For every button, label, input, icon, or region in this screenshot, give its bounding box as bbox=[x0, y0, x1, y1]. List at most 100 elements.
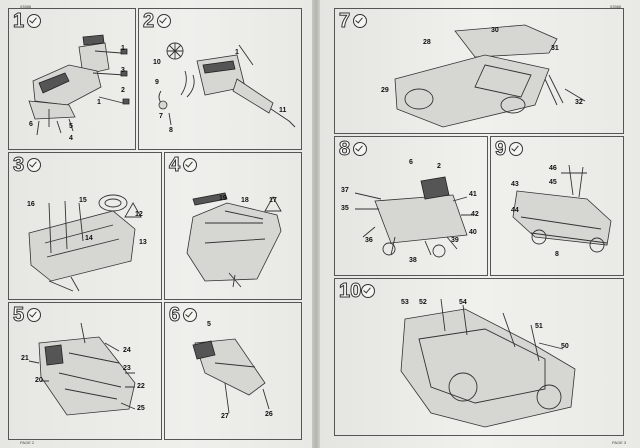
part-label: 41 bbox=[469, 191, 477, 198]
step-number: 6 bbox=[168, 304, 181, 326]
checkmark-icon bbox=[509, 142, 523, 156]
part-label: 32 bbox=[575, 99, 583, 106]
right-footer: PAGE 3 bbox=[612, 440, 627, 445]
step-6-panel: 6 5 27 26 bbox=[164, 302, 302, 440]
part-label: 12 bbox=[135, 211, 143, 218]
part-label: 2 bbox=[437, 163, 441, 170]
checkmark-icon bbox=[157, 14, 171, 28]
part-label: 26 bbox=[265, 411, 273, 418]
part-label: 5 bbox=[207, 321, 211, 328]
checkmark-icon bbox=[27, 158, 41, 172]
step-number: 2 bbox=[142, 10, 155, 32]
body-to-chassis-drawing bbox=[512, 164, 612, 253]
checkmark-icon bbox=[353, 14, 367, 28]
step-2-panel: 2 1 10 9 7 8 11 bbox=[138, 8, 302, 150]
part-label: 30 bbox=[491, 27, 499, 34]
engine-gearbox-drawing bbox=[158, 42, 296, 128]
part-label: 45 bbox=[549, 179, 557, 186]
step-3-panel: 3 16 15 14 13 12 bbox=[8, 152, 162, 300]
step-10-panel: 10 53 52 54 51 50 bbox=[334, 278, 624, 436]
part-label: 14 bbox=[85, 235, 93, 242]
step-number: 3 bbox=[12, 154, 25, 176]
step-number: 7 bbox=[338, 10, 351, 32]
step-7-panel: 7 30 28 31 29 32 bbox=[334, 8, 624, 134]
step-8-panel: 8 6 2 37 35 41 42 36 38 39 40 bbox=[334, 136, 488, 276]
part-label: 11 bbox=[279, 107, 287, 114]
part-label: 3 bbox=[121, 67, 125, 74]
part-label: 10 bbox=[153, 59, 161, 66]
checkmark-icon bbox=[353, 142, 367, 156]
part-label: 46 bbox=[549, 165, 557, 172]
part-label: 37 bbox=[341, 187, 349, 194]
checkmark-icon bbox=[183, 158, 197, 172]
part-label: 28 bbox=[423, 39, 431, 46]
part-label: 6 bbox=[409, 159, 413, 166]
part-label: 38 bbox=[409, 257, 417, 264]
step-number: 4 bbox=[168, 154, 181, 176]
part-label: 20 bbox=[35, 377, 43, 384]
checkmark-icon bbox=[183, 308, 197, 322]
left-header: 03586 bbox=[20, 4, 32, 9]
part-label: 1 bbox=[97, 99, 101, 106]
part-label: 42 bbox=[471, 211, 479, 218]
step-number: 10 bbox=[338, 280, 362, 302]
part-label: 31 bbox=[551, 45, 559, 52]
part-label: 40 bbox=[469, 229, 477, 236]
part-label: 50 bbox=[561, 343, 569, 350]
part-label: 39 bbox=[451, 237, 459, 244]
part-label: 16 bbox=[27, 201, 35, 208]
part-label: 9 bbox=[155, 79, 159, 86]
page-gutter bbox=[312, 0, 320, 448]
step-4-panel: 4 19 18 17 bbox=[164, 152, 302, 300]
part-label: 25 bbox=[137, 405, 145, 412]
checkmark-icon bbox=[27, 308, 41, 322]
part-label: 52 bbox=[419, 299, 427, 306]
left-footer: PAGE 2 bbox=[20, 440, 35, 445]
part-label: 7 bbox=[159, 113, 163, 120]
part-label: 24 bbox=[123, 347, 131, 354]
part-label: 1 bbox=[121, 45, 125, 52]
part-label: 44 bbox=[511, 207, 519, 214]
part-label: 18 bbox=[241, 197, 249, 204]
part-label: 54 bbox=[459, 299, 467, 306]
step-number: 8 bbox=[338, 138, 351, 160]
engine-halves-drawing bbox=[28, 34, 130, 136]
part-label: 1 bbox=[235, 49, 239, 56]
part-label: 36 bbox=[365, 237, 373, 244]
part-label: 2 bbox=[121, 87, 125, 94]
body-shell-drawing bbox=[394, 24, 586, 128]
part-label: 53 bbox=[401, 299, 409, 306]
part-label: 27 bbox=[221, 413, 229, 420]
step-number: 5 bbox=[12, 304, 25, 326]
final-assembly-drawing bbox=[400, 298, 576, 428]
part-label: 43 bbox=[511, 181, 519, 188]
part-label: 6 bbox=[29, 121, 33, 128]
part-label: 13 bbox=[139, 239, 147, 246]
part-label: 4 bbox=[69, 135, 73, 142]
step-9-panel: 9 46 45 43 44 8 bbox=[490, 136, 624, 276]
floor-pan-drawing bbox=[28, 194, 142, 292]
part-label: 15 bbox=[79, 197, 87, 204]
dashboard-assembly-drawing bbox=[192, 338, 270, 414]
chassis-frame-drawing bbox=[354, 176, 473, 258]
part-label: 29 bbox=[381, 87, 389, 94]
part-label: 21 bbox=[21, 355, 29, 362]
part-label: 22 bbox=[137, 383, 145, 390]
part-label: 17 bbox=[269, 197, 277, 204]
step-number: 1 bbox=[12, 10, 25, 32]
checkmark-icon bbox=[27, 14, 41, 28]
part-label: 19 bbox=[219, 195, 227, 202]
checkmark-icon bbox=[361, 284, 375, 298]
step-1-panel: 1 1 3 2 1 6 5 4 bbox=[8, 8, 136, 150]
part-label: 5 bbox=[69, 123, 73, 130]
interior-tub-drawing bbox=[28, 322, 136, 416]
part-label: 35 bbox=[341, 205, 349, 212]
part-label: 51 bbox=[535, 323, 543, 330]
right-header: 03586 bbox=[610, 4, 622, 9]
step-5-panel: 5 21 20 24 23 22 25 bbox=[8, 302, 162, 440]
part-label: 8 bbox=[555, 251, 559, 258]
part-label: 8 bbox=[169, 127, 173, 134]
step-number: 9 bbox=[494, 138, 507, 160]
seat-panel-drawing bbox=[186, 192, 282, 288]
part-label: 23 bbox=[123, 365, 131, 372]
